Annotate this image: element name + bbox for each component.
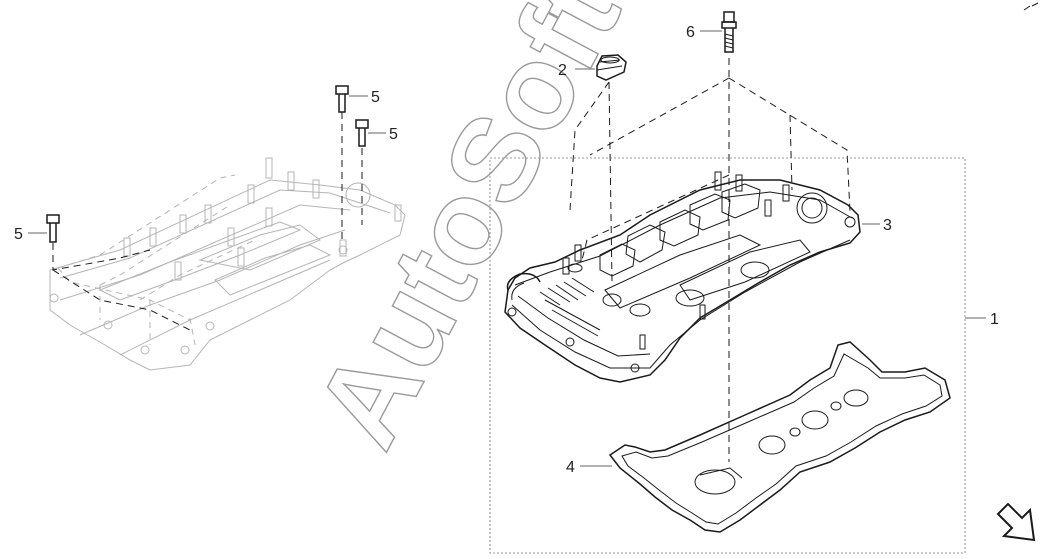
- oil-filler-cap[interactable]: [596, 54, 627, 81]
- callout-5-lower: 5: [389, 126, 398, 143]
- callout-2: 2: [558, 62, 567, 79]
- valve-cover-gasket[interactable]: [608, 341, 951, 533]
- bolt-left[interactable]: [46, 214, 60, 243]
- assembly-frame: [489, 157, 966, 554]
- arrow-down-right-icon: [996, 502, 1036, 542]
- callout-5-upper: 5: [371, 89, 380, 106]
- callout-5-left: 5: [14, 226, 23, 243]
- callout-4: 4: [566, 459, 575, 476]
- leader-lines: [28, 30, 986, 467]
- ghost-studs: [123, 157, 402, 281]
- bolt-lower-middle[interactable]: [355, 119, 369, 147]
- stud-bolt[interactable]: [721, 11, 737, 53]
- reference-cylinder-head-ghost: [49, 157, 406, 371]
- small-mark-icon: [1023, 2, 1039, 11]
- valve-cover[interactable]: [504, 171, 861, 383]
- callout-1: 1: [990, 311, 999, 328]
- callout-6: 6: [686, 24, 695, 41]
- bolt-alignment-lines-left: [52, 112, 363, 331]
- bolt-upper-middle[interactable]: [335, 85, 349, 113]
- assembly-alignment-lines: [569, 58, 851, 462]
- callout-3: 3: [883, 217, 892, 234]
- watermark-text: AutoSoft: [290, 0, 646, 467]
